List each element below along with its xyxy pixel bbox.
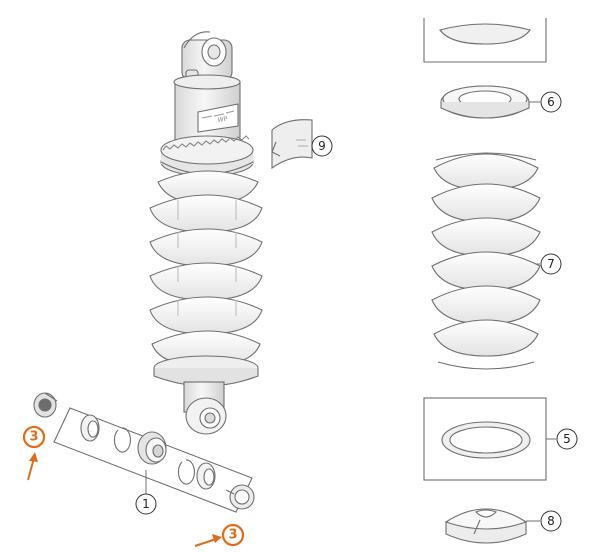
- spacer-bushing-right: [225, 484, 255, 510]
- callout-1: 1: [135, 493, 157, 515]
- callout-8: 8: [540, 510, 562, 532]
- callout-3-left: 3: [22, 425, 46, 449]
- spacer-bushing-left: [33, 392, 58, 418]
- spring-retainer-washer: [440, 85, 530, 119]
- svg-text:WP: WP: [217, 116, 228, 124]
- callout-5-label: 5: [563, 432, 571, 446]
- callout-6: 6: [540, 91, 562, 113]
- callout-5: 5: [556, 428, 578, 450]
- assembled-spring: [149, 170, 263, 367]
- arrow-bottom-icon: [194, 534, 222, 547]
- callout-1-label: 1: [142, 497, 150, 511]
- callout-8-label: 8: [547, 514, 555, 528]
- bearing-kit-outline: [53, 407, 253, 513]
- coil-spring: [431, 152, 541, 370]
- damper-body: WP: [173, 74, 241, 151]
- circlip-left: [113, 427, 131, 453]
- bearing-kit-group: [53, 407, 253, 513]
- callout-7: 7: [540, 253, 562, 275]
- callout-3-bottom-label: 3: [228, 528, 237, 543]
- callout-7-label: 7: [547, 257, 555, 271]
- preload-adjuster-ring: [160, 135, 254, 177]
- bottom-eye-mount: [183, 381, 227, 435]
- top-parts-box: [423, 18, 547, 63]
- callout-3-bottom: 3: [221, 523, 245, 547]
- circlip-right: [177, 459, 195, 485]
- split-collar: [444, 508, 528, 544]
- callout-9-label: 9: [318, 139, 326, 153]
- callout-3-left-label: 3: [29, 430, 38, 445]
- shock-absorber-assembly: WP: [149, 31, 263, 435]
- callout-6-label: 6: [547, 95, 555, 109]
- lower-spring-seat: [153, 355, 259, 387]
- arrow-left-icon: [27, 452, 38, 481]
- callout-9: 9: [311, 135, 333, 157]
- spring-washer-box: [423, 397, 547, 481]
- bump-stop-clip: [271, 119, 313, 170]
- seal-ring-right: [196, 462, 216, 490]
- seal-ring-left: [80, 414, 100, 442]
- spherical-bearing: [137, 431, 167, 465]
